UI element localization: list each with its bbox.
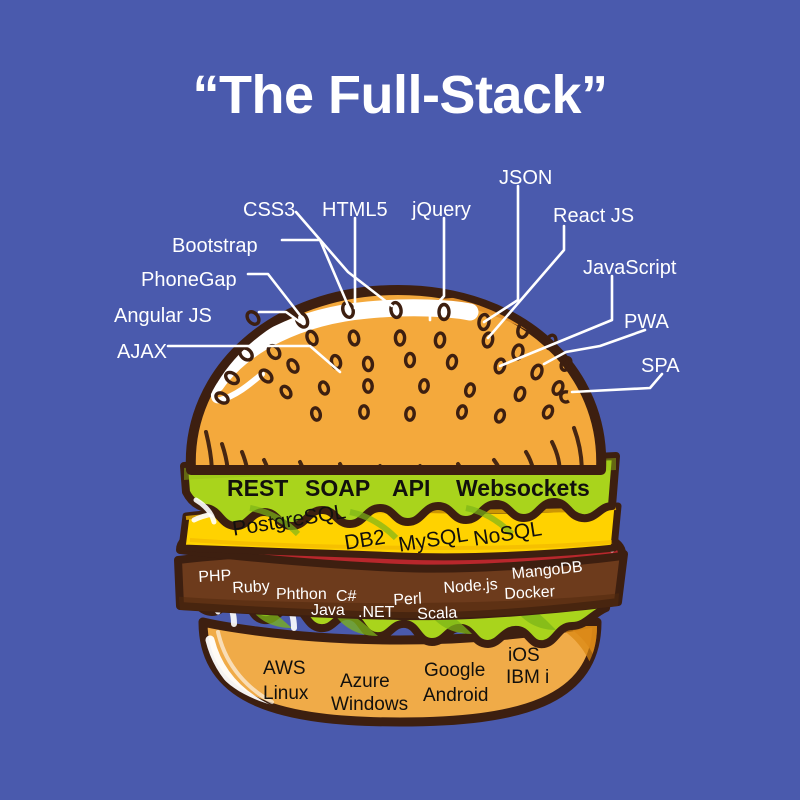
callout-line-ajax <box>166 344 342 374</box>
callout-line-javascript <box>498 274 614 368</box>
callout-label-react-js: React JS <box>553 205 635 227</box>
callout-line-reactjs <box>486 224 566 340</box>
platform-label-windows: Windows <box>331 694 409 715</box>
callout-label-pwa: PWA <box>624 311 669 333</box>
platform-label-ios: iOS <box>508 645 540 666</box>
page-title: “The Full-Stack” <box>192 65 608 125</box>
platform-label-linux: Linux <box>263 683 309 704</box>
api-label-soap: SOAP <box>305 475 371 501</box>
callout-line-angularjs <box>257 310 302 324</box>
platform-label-azure: Azure <box>340 671 390 692</box>
callout-lines <box>166 184 664 394</box>
callout-label-json: JSON <box>499 167 553 189</box>
callout-line-json <box>482 184 520 324</box>
callout-label-css3: CSS3 <box>243 199 296 221</box>
platform-label-aws: AWS <box>263 658 306 679</box>
top-bun <box>185 285 607 475</box>
lang-label-csharp: C# <box>336 588 357 605</box>
api-label-rest: REST <box>227 475 289 501</box>
lang-label-phthon: Phthon <box>276 586 327 603</box>
callout-label-spa: SPA <box>641 355 680 377</box>
callout-label-html5: HTML5 <box>322 199 388 221</box>
lang-label-docker: Docker <box>503 583 556 603</box>
platform-label-google: Google <box>424 660 486 681</box>
callout-line-spa <box>570 372 664 394</box>
callout-label-jquery: jQuery <box>412 199 471 221</box>
lang-label-php: PHP <box>197 567 232 586</box>
callout-line-phonegap <box>246 272 305 321</box>
lang-label-java: Java <box>311 602 345 619</box>
callout-line-css3 <box>294 210 394 308</box>
callout-label-javascript: JavaScript <box>583 257 677 279</box>
callout-line-jquery <box>428 216 446 322</box>
bottom-bun <box>198 617 602 727</box>
lang-label-ruby: Ruby <box>231 578 271 597</box>
sesame-seeds <box>214 300 573 424</box>
platform-label-android: Android <box>423 685 489 706</box>
callout-label-angular-js: Angular JS <box>114 305 212 327</box>
callout-label-phonegap: PhoneGap <box>141 269 237 291</box>
callout-label-bootstrap: Bootstrap <box>172 235 258 257</box>
callout-label-ajax: AJAX <box>117 341 168 363</box>
api-label-websockets: Websockets <box>456 475 590 501</box>
lang-label-dotnet: .NET <box>358 604 395 621</box>
lang-label-scala: Scala <box>416 604 458 623</box>
platform-label-ibm-i: IBM i <box>506 667 550 688</box>
callout-line-pwa <box>542 328 647 366</box>
api-label-api: API <box>392 475 431 501</box>
